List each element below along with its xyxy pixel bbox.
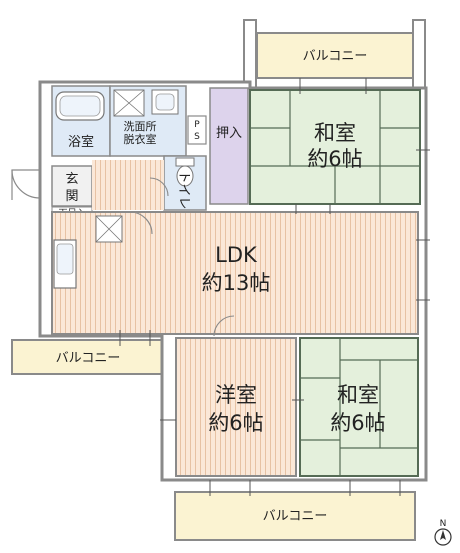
- bath-label: 浴室: [68, 134, 94, 150]
- ps-label-s: S: [194, 132, 200, 142]
- compass-north-label: N: [440, 519, 447, 529]
- ps-label-p: P: [194, 120, 200, 130]
- washitsu-1: 和室 約6帖: [249, 89, 421, 205]
- toilet-tank-icon: [175, 157, 195, 167]
- balcony-bottom-label: バルコニー: [263, 509, 328, 524]
- ldk-room: LDK 約13帖: [51, 211, 419, 335]
- balcony-bottom: バルコニー: [174, 491, 416, 541]
- toilet-door-swing: [149, 177, 169, 197]
- youshitsu: 洋室 約6帖: [175, 337, 297, 477]
- pipe-space: P S: [187, 115, 207, 145]
- washitsu-2: 和室 約6帖: [299, 337, 419, 477]
- balcony-top-wall-right: [412, 19, 426, 91]
- ldk-door-swing: [129, 211, 153, 235]
- washitsu2-size: 約6帖: [330, 411, 385, 435]
- balcony-top-label: バルコニー: [303, 49, 368, 64]
- window-marks: [119, 78, 430, 496]
- oshiire-label-1: 押入: [216, 126, 242, 141]
- washroom-label-2: 脱衣室: [124, 132, 157, 146]
- bath-room: 浴室: [51, 85, 111, 157]
- toilet-room: トイレ: [163, 155, 207, 211]
- washitsu1-name: 和室: [314, 121, 356, 145]
- toilet-label: トイレ: [176, 170, 191, 209]
- washitsu1-size: 約6帖: [307, 147, 362, 171]
- youshitsu-size: 約6帖: [208, 411, 263, 435]
- balcony-top: バルコニー: [256, 32, 414, 79]
- entrance-label-2: 関: [65, 189, 78, 204]
- washroom-label-1: 洗面所: [124, 120, 157, 133]
- youshitsu-door-swing: [213, 315, 235, 337]
- balcony-left: バルコニー: [11, 339, 163, 375]
- hallway: [92, 160, 164, 210]
- balcony-top-wall-left: [243, 19, 257, 91]
- ldk-name: LDK: [215, 243, 258, 267]
- balcony-left-label: バルコニー: [56, 351, 121, 366]
- compass: N: [434, 519, 452, 546]
- washitsu2-name: 和室: [337, 383, 379, 407]
- entrance-label-1: 玄: [65, 172, 78, 187]
- entrance-door-swing: [11, 169, 41, 199]
- ldk-size: 約13帖: [202, 271, 271, 295]
- toilet-icon: [176, 165, 194, 187]
- washroom: 洗面所 脱衣室: [109, 85, 187, 157]
- youshitsu-name: 洋室: [215, 383, 257, 407]
- oshiire: 押入: [209, 87, 249, 205]
